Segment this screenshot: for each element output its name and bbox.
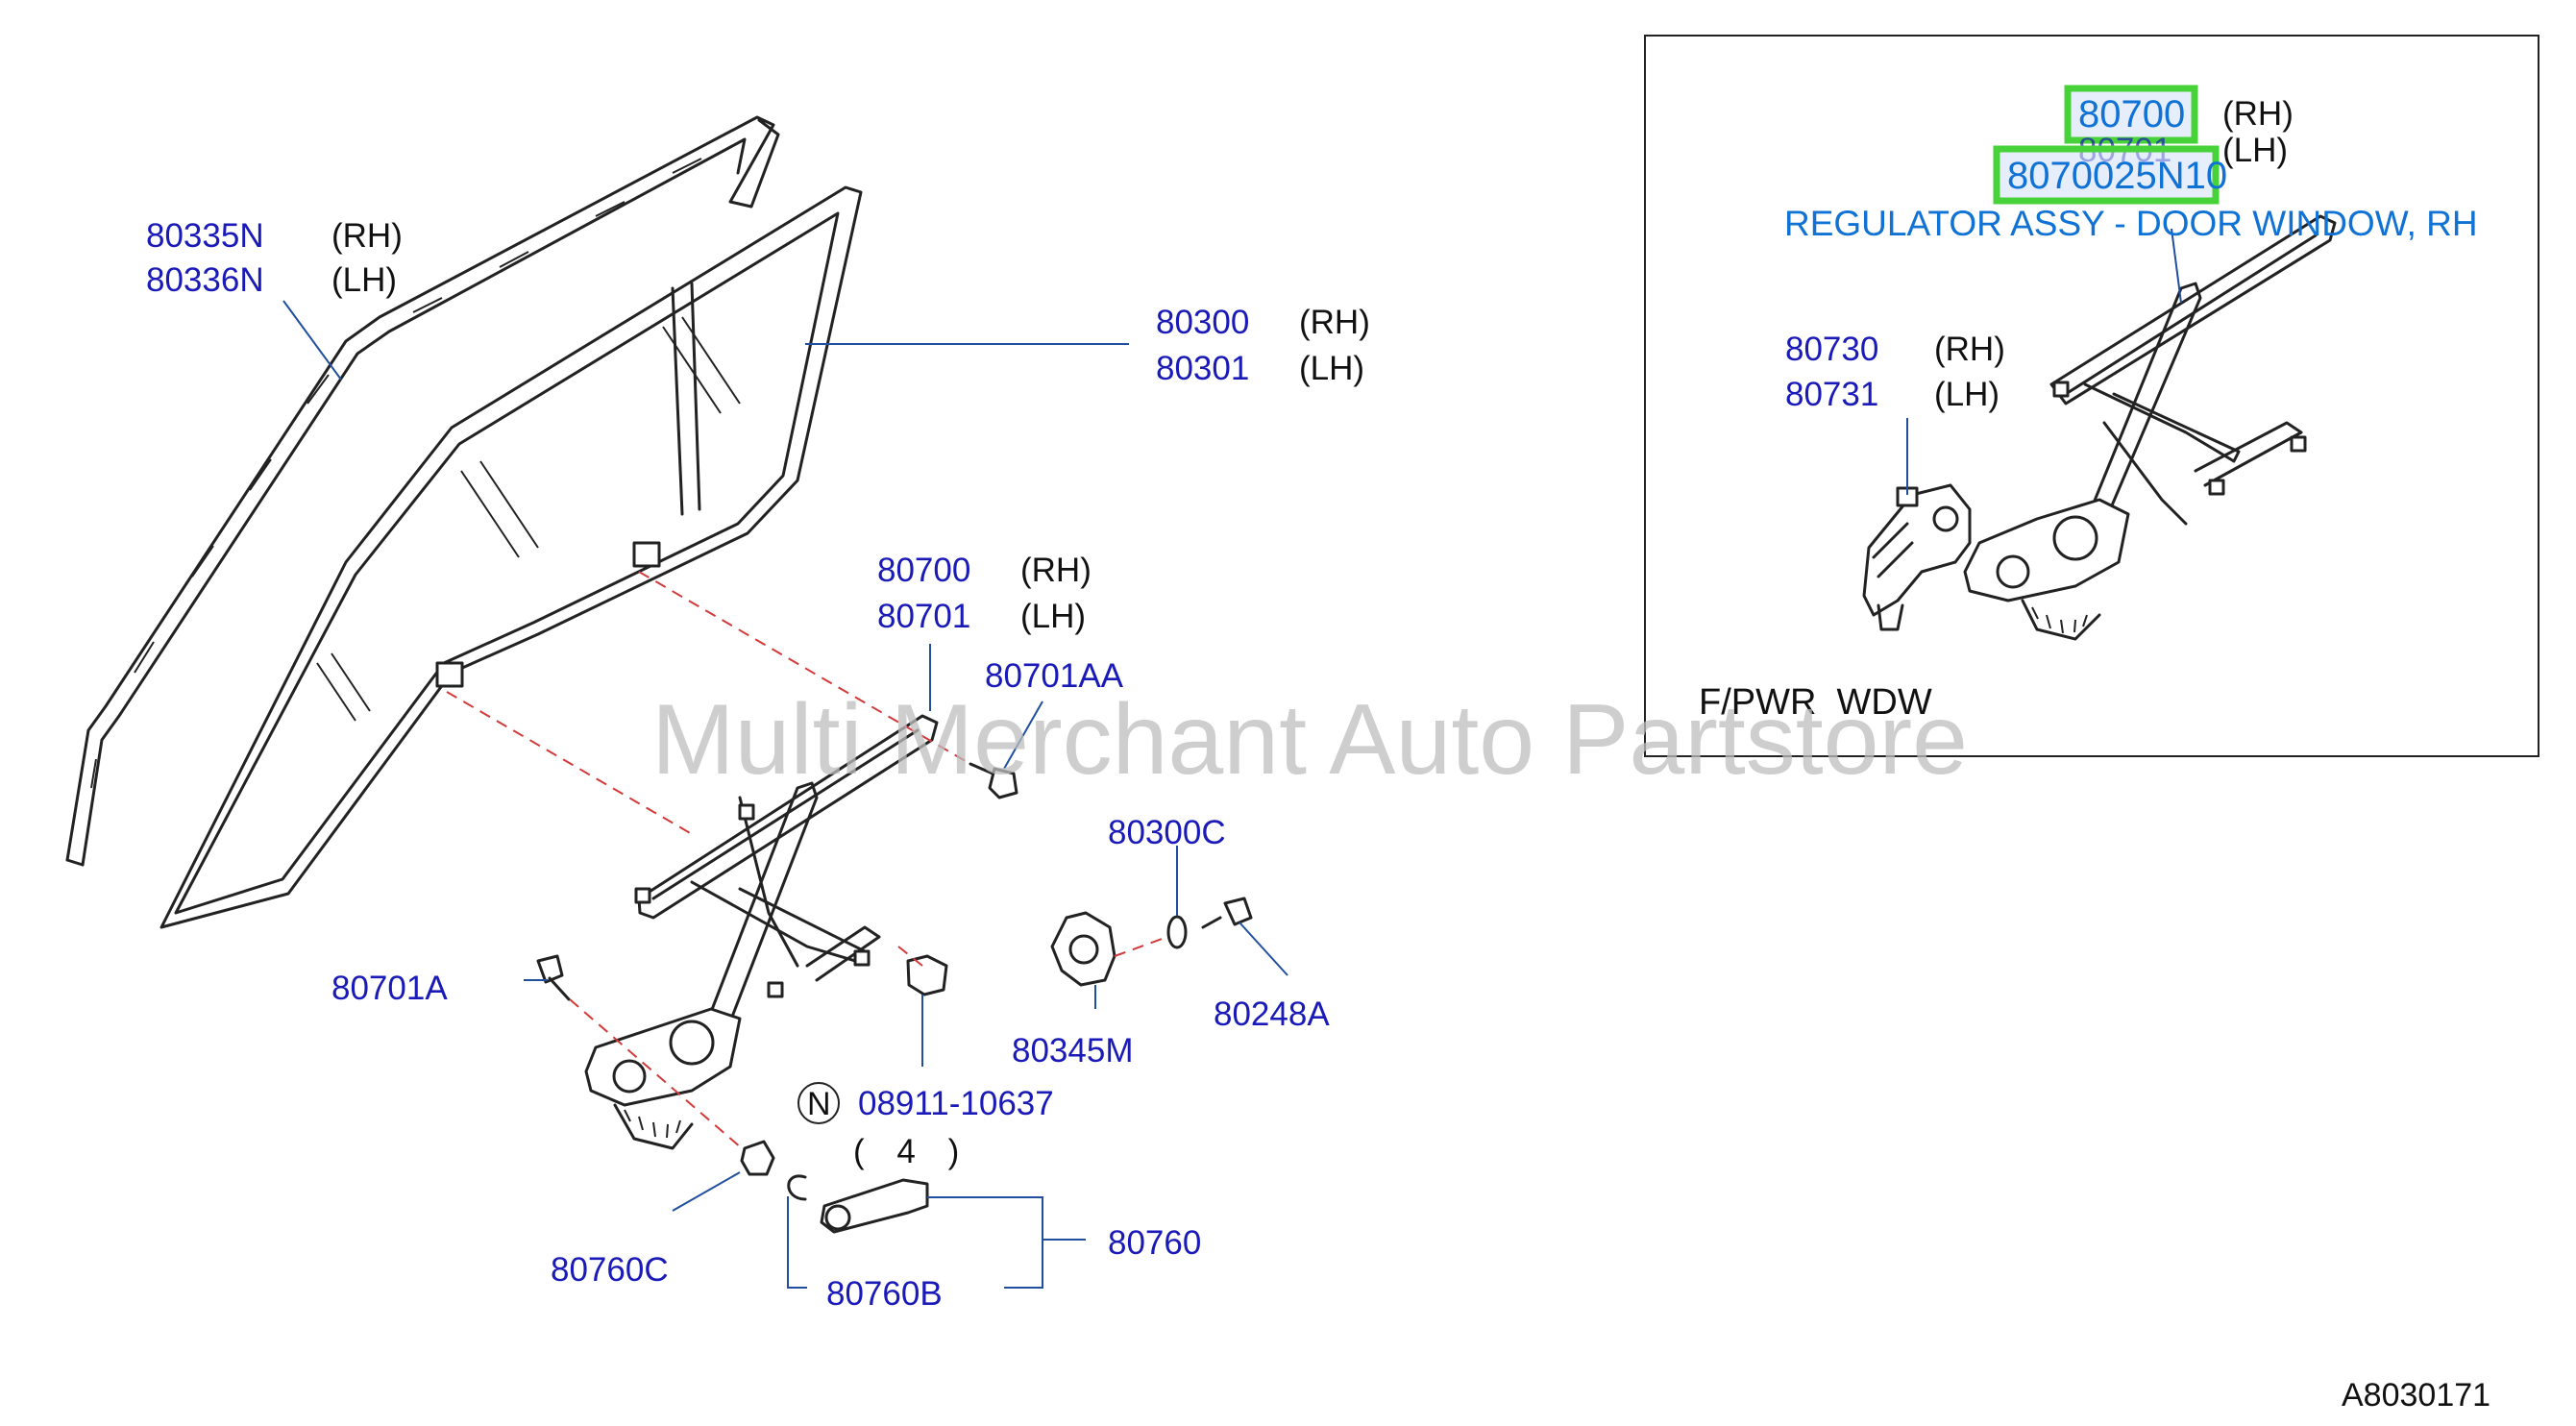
inset-labels: 80700 (RH) 80701 (LH) 8070025N10 REGULAT… bbox=[1699, 85, 2478, 723]
leader-lines bbox=[282, 300, 1288, 1289]
part-number-80301[interactable]: 80301 bbox=[1156, 350, 1249, 387]
part-number-80760[interactable]: 80760 bbox=[1108, 1224, 1201, 1262]
door-seal-drawing bbox=[65, 115, 780, 867]
part-number-80701aa[interactable]: 80701AA bbox=[985, 657, 1124, 695]
inset-frame bbox=[1644, 35, 2539, 757]
side-rh: (RH) bbox=[2222, 95, 2294, 133]
inset-part-number-80700[interactable]: 80700 bbox=[2078, 93, 2185, 135]
part-number-80701a[interactable]: 80701A bbox=[331, 970, 448, 1007]
part-labels: 80335N (RH) 80336N (LH) 80300 (RH) 80301… bbox=[146, 217, 1370, 1313]
window-regulator-drawing bbox=[584, 714, 939, 1150]
side-lh: (LH) bbox=[1299, 350, 1364, 387]
part-number-80730[interactable]: 80730 bbox=[1785, 331, 1878, 368]
part-description: REGULATOR ASSY - DOOR WINDOW, RH bbox=[1784, 204, 2478, 243]
part-number-80760c[interactable]: 80760C bbox=[551, 1251, 669, 1289]
part-number-80345m[interactable]: 80345M bbox=[1012, 1032, 1133, 1070]
part-number-80760b[interactable]: 80760B bbox=[826, 1275, 943, 1313]
inset-leader-lines bbox=[1906, 228, 2182, 495]
n-marker-circle bbox=[797, 1082, 840, 1124]
part-number-80335n[interactable]: 80335N bbox=[146, 217, 264, 255]
highlighted-part-number[interactable]: 8070025N10 bbox=[2007, 155, 2227, 197]
part-number-80336n[interactable]: 80336N bbox=[146, 261, 264, 299]
side-rh: (RH) bbox=[1299, 304, 1370, 341]
quantity-label: ( 4 ) bbox=[853, 1133, 970, 1170]
part-number-80701[interactable]: 80701 bbox=[877, 598, 970, 635]
part-number-80300[interactable]: 80300 bbox=[1156, 304, 1249, 341]
assembly-guides bbox=[446, 571, 1168, 1149]
side-rh: (RH) bbox=[1020, 552, 1092, 589]
side-lh: (LH) bbox=[1934, 376, 1999, 413]
highlight-box-80700 bbox=[2064, 85, 2198, 144]
part-number-08911-10637[interactable]: 08911-10637 bbox=[858, 1085, 1054, 1122]
highlight-box-8070025n10 bbox=[1993, 145, 2220, 205]
part-number-80248a[interactable]: 80248A bbox=[1214, 996, 1330, 1033]
hardware-drawings bbox=[536, 762, 1253, 1234]
diagram-code: A8030171 bbox=[2342, 1377, 2490, 1414]
side-rh: (RH) bbox=[1934, 331, 2005, 368]
side-lh: (LH) bbox=[331, 261, 397, 299]
side-lh: (LH) bbox=[2222, 132, 2288, 169]
inset-caption: F/PWR WDW bbox=[1699, 682, 1932, 723]
side-rh: (RH) bbox=[331, 217, 403, 255]
inset-regulator-drawing bbox=[1862, 214, 2337, 641]
part-number-80700[interactable]: 80700 bbox=[877, 552, 970, 589]
door-glass-drawing bbox=[159, 185, 863, 929]
n-marker: N bbox=[807, 1086, 831, 1122]
watermark: Multi Merchant Auto Partstore bbox=[651, 684, 1968, 796]
side-lh: (LH) bbox=[1020, 598, 1086, 635]
part-number-80300c[interactable]: 80300C bbox=[1108, 814, 1226, 851]
part-number-80731[interactable]: 80731 bbox=[1785, 376, 1878, 413]
